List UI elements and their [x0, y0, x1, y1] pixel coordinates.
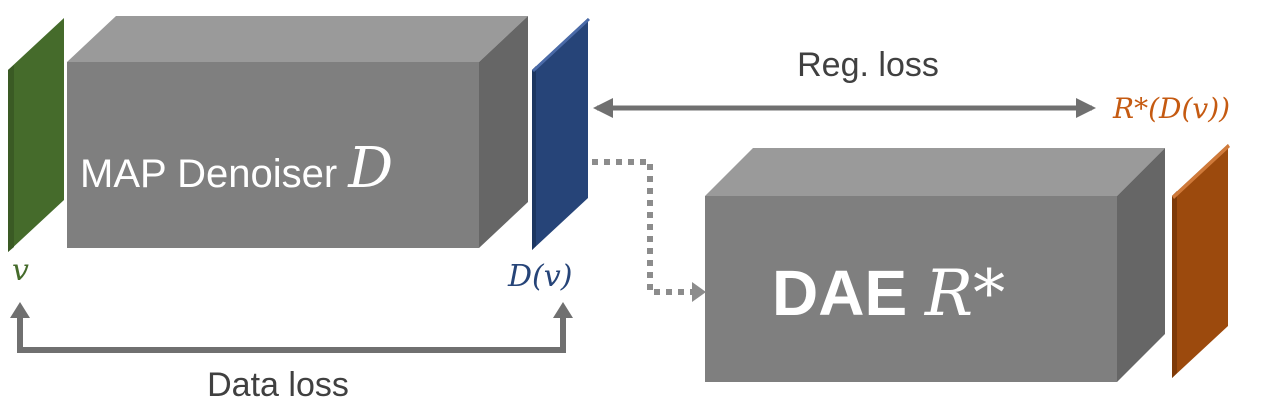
map-denoiser-front-face: [67, 62, 479, 248]
data-loss-arrowhead-left: [10, 302, 30, 318]
input-layer-v: [8, 18, 64, 252]
denoiser-output-layer: [532, 18, 590, 250]
dotted-connector-head: [692, 282, 706, 302]
dae-block: [705, 148, 1165, 382]
reg-output-symbol: R*(D(v)): [1112, 92, 1230, 125]
data-loss-label: Data loss: [207, 366, 349, 404]
reg-loss-label: Reg. loss: [797, 46, 939, 84]
input-symbol-v: v: [12, 253, 29, 288]
data-loss-bracket: [17, 314, 566, 353]
dotted-connector: [592, 159, 696, 295]
dae-front-face: [705, 196, 1117, 382]
map-denoiser-top-face: [67, 16, 528, 62]
output-symbol-dv: D(v): [507, 259, 572, 294]
dae-top-face: [705, 148, 1165, 196]
dae-label: DAE R*: [772, 257, 1005, 331]
data-loss-arrowhead-right: [553, 302, 573, 318]
map-denoiser-label: MAP Denoiser D: [80, 136, 393, 201]
dae-output-layer: [1172, 144, 1230, 378]
dae-side-face: [1117, 148, 1165, 382]
map-denoiser-block: [67, 16, 528, 248]
map-denoiser-side-face: [479, 16, 528, 248]
